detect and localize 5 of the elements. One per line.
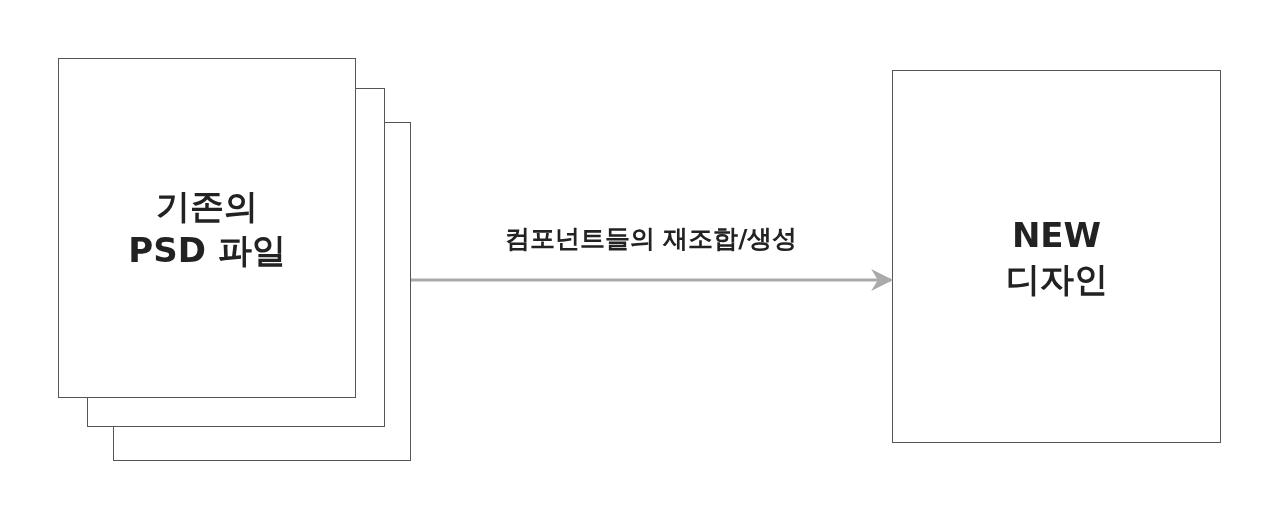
arrow — [411, 269, 894, 291]
page-stack-drawing — [58, 58, 411, 461]
node-label: NEW 디자인 — [1004, 213, 1109, 301]
node-label: 기존의 PSD 파일 — [127, 185, 287, 272]
design-box — [892, 70, 1221, 443]
